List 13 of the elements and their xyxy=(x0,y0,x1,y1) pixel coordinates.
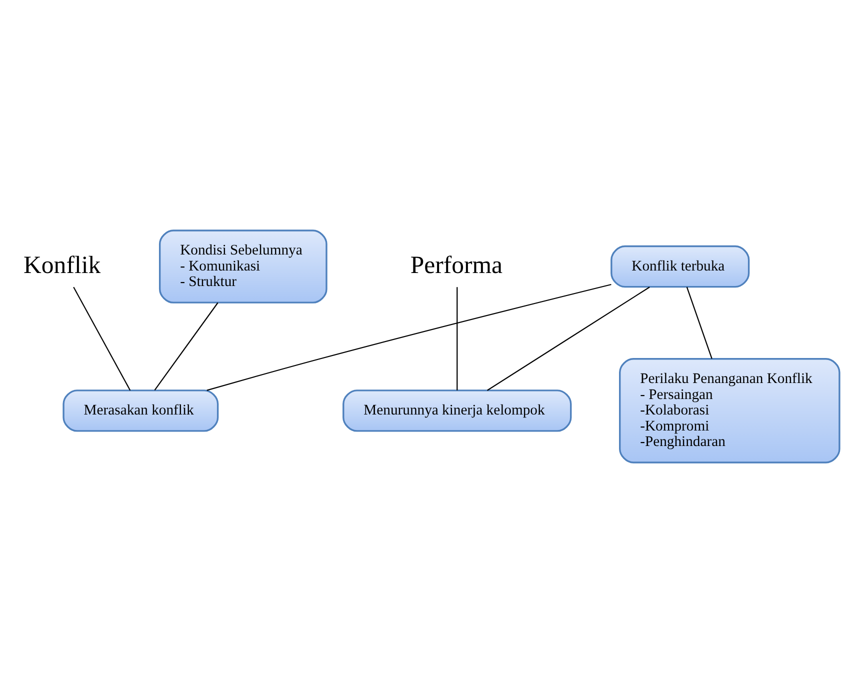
connector xyxy=(72,286,130,391)
node-box: Menurunnya kinerja kelompok xyxy=(342,390,572,432)
connector xyxy=(456,287,458,390)
connector xyxy=(686,286,712,359)
node-text: Konflik xyxy=(23,252,100,279)
connector xyxy=(486,286,650,391)
node-box: Merasakan konflik xyxy=(62,390,218,432)
connector xyxy=(154,302,218,390)
node-box: Kondisi Sebelumnya - Komunikasi - Struktur xyxy=(158,230,327,304)
node-box: Konflik terbuka xyxy=(610,245,750,288)
node-text: Performa xyxy=(410,252,502,279)
node-box: Perilaku Penanganan Konflik - Persaingan -Kolaborasi -Kompromi -Penghindaran xyxy=(618,358,840,464)
connector xyxy=(206,284,611,391)
